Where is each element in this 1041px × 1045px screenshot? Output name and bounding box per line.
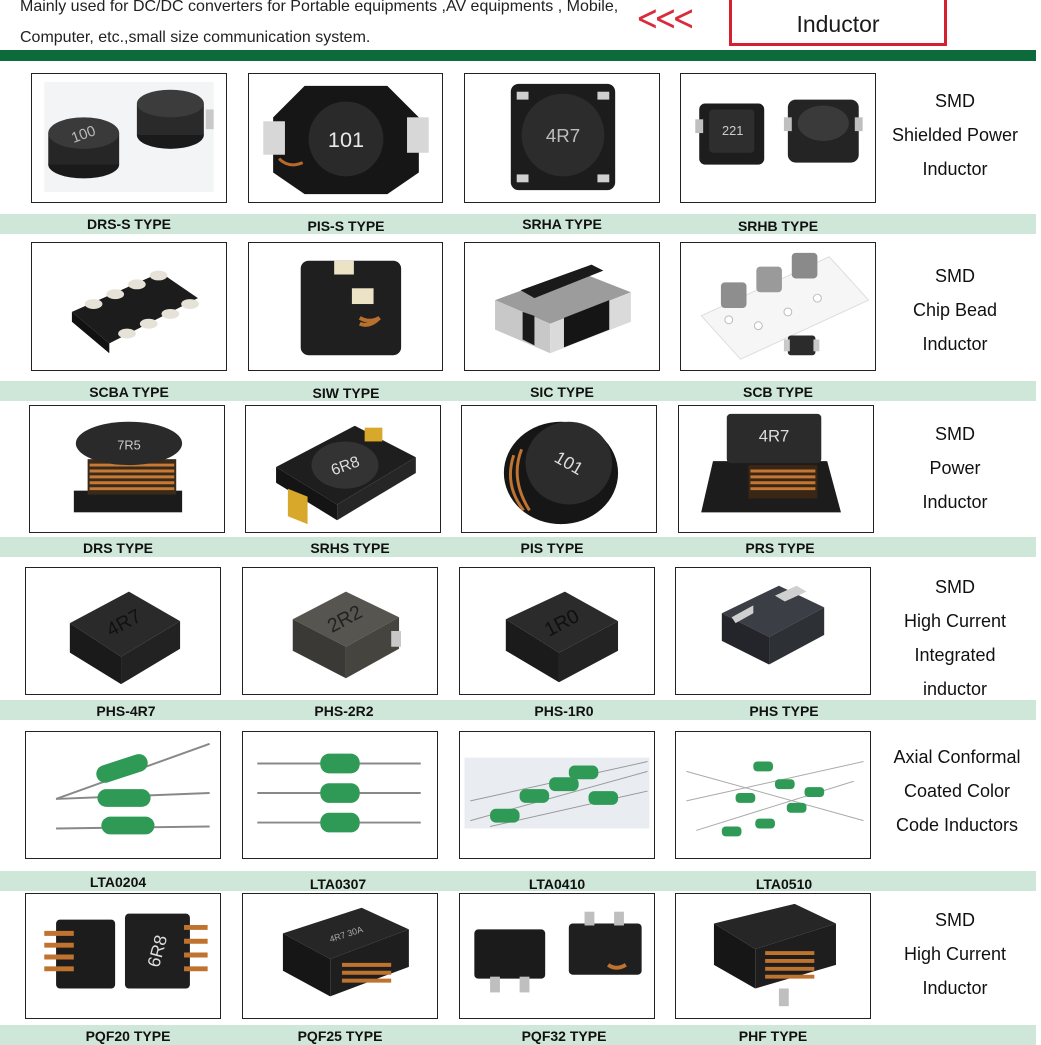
product-image-lta0510: [675, 731, 871, 859]
product-label: LTA0307: [309, 876, 367, 892]
part-marking: 7R5: [117, 437, 140, 452]
product-image-phs-2r2: 2R2: [242, 567, 438, 695]
product-image-phs-1r0: 1R0: [459, 567, 655, 695]
label-band: [0, 871, 1036, 891]
product-label: PQF25 TYPE: [297, 1028, 383, 1044]
label-band: [0, 537, 1036, 557]
product-label: SRHS TYPE: [310, 540, 390, 556]
product-image-phs-4r7: 4R7: [25, 567, 221, 695]
product-label: SCB TYPE: [742, 384, 813, 400]
category-title: SMD Power Inductor: [880, 417, 1030, 519]
product-label: PIS-S TYPE: [307, 218, 385, 234]
product-label: PHS-2R2: [314, 703, 374, 719]
product-image-sic: [464, 242, 660, 371]
section-badge: Inductor: [729, 0, 947, 46]
product-label: DRS TYPE: [82, 540, 153, 556]
product-label: DRS-S TYPE: [86, 216, 171, 232]
label-band: [0, 381, 1036, 401]
category-line: SMD: [935, 424, 975, 444]
category-line: SMD: [935, 910, 975, 930]
product-image-scba: [31, 242, 227, 371]
category-line: High Current: [903, 944, 1007, 964]
product-label: PHS-1R0: [534, 703, 594, 719]
product-image-phs: [675, 567, 871, 695]
product-image-pqf32: [459, 893, 655, 1019]
category-line: Inductor: [922, 159, 988, 179]
product-label: PQF32 TYPE: [521, 1028, 607, 1044]
part-marking: 100: [69, 123, 98, 146]
product-label: PQF20 TYPE: [85, 1028, 171, 1044]
product-image-lta0307: [242, 731, 438, 859]
part-marking: 4R7: [546, 125, 580, 146]
product-label: SIC TYPE: [530, 384, 594, 400]
category-line: Coated Color: [903, 781, 1011, 801]
product-label: LTA0410: [528, 876, 586, 892]
product-image-srhs: 6R8: [245, 405, 441, 533]
category-line: Axial Conformal: [893, 747, 1021, 767]
product-image-lta0410: [459, 731, 655, 859]
category-line: Integrated: [914, 645, 996, 665]
category-line: SMD: [935, 266, 975, 286]
category-title: Axial Conformal Coated Color Code Induct…: [882, 740, 1032, 842]
category-line: Code Inductors: [895, 815, 1019, 835]
label-band: [0, 1025, 1036, 1045]
category-line: High Current: [903, 611, 1007, 631]
label-band: [0, 214, 1036, 234]
product-image-srha: 4R7: [464, 73, 660, 203]
intro-text: Mainly used for DC/DC converters for Por…: [20, 0, 618, 53]
category-title: SMD Shielded Power Inductor: [880, 84, 1030, 186]
product-label: SIW TYPE: [312, 385, 380, 401]
category-title: SMD High Current Integrated inductor: [880, 570, 1030, 706]
product-label: SRHA TYPE: [522, 216, 602, 232]
category-line: Chip Bead: [912, 300, 998, 320]
category-line: SMD: [935, 577, 975, 597]
product-image-srhb: 221: [680, 73, 876, 203]
intro-line-1: Mainly used for DC/DC converters for Por…: [20, 0, 619, 15]
category-line: SMD: [935, 91, 975, 111]
category-title: SMD Chip Bead Inductor: [880, 259, 1030, 361]
part-marking: 221: [722, 123, 743, 138]
product-image-pis: 101: [461, 405, 657, 533]
product-image-phf: [675, 893, 871, 1019]
category-line: Inductor: [922, 978, 988, 998]
product-label: PRS TYPE: [745, 540, 815, 556]
product-image-pis-s: 101: [248, 73, 443, 203]
category-title: SMD High Current Inductor: [880, 903, 1030, 1005]
header-divider: [0, 50, 1036, 61]
product-image-drs-s: 100: [31, 73, 227, 203]
label-band: [0, 700, 1036, 720]
product-image-lta0204: [25, 731, 221, 859]
category-line: Inductor: [922, 492, 988, 512]
product-image-pqf20: 6R8: [25, 893, 221, 1019]
product-label: PIS TYPE: [520, 540, 584, 556]
category-line: Shielded Power: [891, 125, 1019, 145]
product-image-drs: 7R5: [29, 405, 225, 533]
product-label: SRHB TYPE: [737, 218, 819, 234]
intro-line-2: Computer, etc.,small size communication …: [20, 29, 371, 46]
category-line: inductor: [922, 679, 988, 699]
part-marking: 4R7: [759, 426, 790, 445]
product-label: PHS-4R7: [96, 703, 156, 719]
product-image-pqf25: 4R7 30A: [242, 893, 438, 1019]
product-image-scb: [680, 242, 876, 371]
product-label: PHS TYPE: [749, 703, 819, 719]
product-label: SCBA TYPE: [89, 384, 169, 400]
category-line: Inductor: [922, 334, 988, 354]
product-label: LTA0510: [755, 876, 813, 892]
category-line: Power: [929, 458, 981, 478]
product-image-prs: 4R7: [678, 405, 874, 533]
part-marking: 101: [328, 127, 364, 152]
product-image-siw: [248, 242, 443, 371]
chevron-left-icon: <<<: [636, 0, 695, 39]
product-label: LTA0204: [89, 874, 147, 890]
product-label: PHF TYPE: [738, 1028, 808, 1044]
